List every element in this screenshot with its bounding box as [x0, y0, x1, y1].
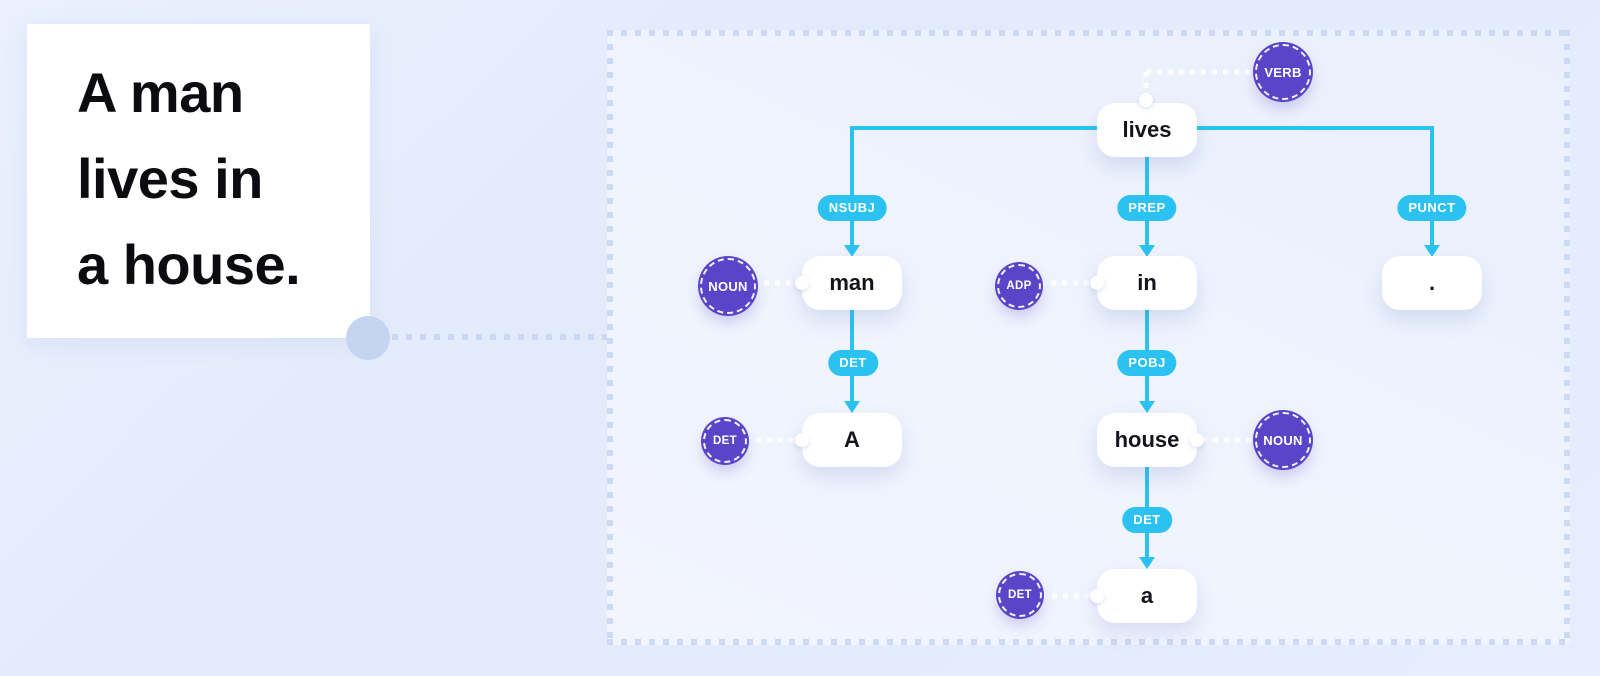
node-nub-lives — [1139, 93, 1153, 107]
sentence-card: A man lives in a house. — [27, 24, 370, 338]
pos-link-adp-in — [1040, 280, 1092, 286]
pos-link-noun-man — [753, 280, 797, 286]
arrowhead-a-lower — [1139, 557, 1155, 569]
token-word-man: man — [829, 270, 875, 295]
pos-badge-noun-house: NOUN — [1255, 412, 1311, 468]
pos-link-verb-vertical — [1143, 72, 1149, 98]
tree-edge-lives-in — [1145, 128, 1149, 245]
arrowhead-house — [1139, 401, 1155, 413]
dep-label-det-upper: DET — [828, 350, 878, 376]
pos-badge-det-a-upper: DET — [703, 419, 747, 463]
token-node-man: man — [802, 256, 902, 310]
node-nub-house — [1190, 433, 1204, 447]
pos-link-det-a-lower — [1041, 593, 1092, 599]
node-nub-man — [795, 276, 809, 290]
sentence-line-2: lives in — [77, 147, 263, 210]
token-node-house: house — [1097, 413, 1197, 467]
panel-border-right — [1564, 30, 1570, 645]
sentence-line-1: A man — [77, 61, 244, 124]
token-node-in: in — [1097, 256, 1197, 310]
connector-dotted-line — [392, 334, 607, 340]
pos-link-noun-house — [1202, 437, 1258, 443]
connector-dot — [346, 316, 390, 360]
token-word-a-upper: A — [844, 427, 860, 452]
token-node-period: . — [1382, 256, 1482, 310]
pos-badge-verb: VERB — [1255, 44, 1311, 100]
token-node-lives: lives — [1097, 103, 1197, 157]
pos-link-det-a-upper — [745, 437, 797, 443]
token-word-a-lower: a — [1140, 583, 1154, 608]
node-nub-a-lower — [1090, 589, 1104, 603]
arrowhead-a-upper — [844, 401, 860, 413]
tree-edge-lives-period — [1430, 126, 1434, 245]
arrowhead-period — [1424, 245, 1440, 257]
panel-border-bottom — [607, 639, 1570, 645]
token-node-a-upper: A — [802, 413, 902, 467]
dep-label-punct: PUNCT — [1397, 195, 1467, 221]
tree-edge-lives-man — [850, 126, 854, 245]
pos-link-verb-horizontal — [1146, 69, 1255, 75]
dep-label-nsubj: NSUBJ — [817, 195, 887, 221]
token-node-a-lower: a — [1097, 569, 1197, 623]
node-nub-a-upper — [795, 433, 809, 447]
diagram-panel — [607, 30, 1570, 645]
arrowhead-in — [1139, 245, 1155, 257]
dep-label-prep: PREP — [1117, 195, 1177, 221]
token-word-in: in — [1137, 270, 1157, 295]
node-nub-in — [1090, 276, 1104, 290]
panel-border-top — [607, 30, 1570, 36]
arrowhead-man — [844, 245, 860, 257]
token-word-house: house — [1114, 427, 1180, 452]
pos-badge-noun-man: NOUN — [700, 258, 756, 314]
token-word-lives: lives — [1122, 117, 1172, 142]
pos-badge-det-a-lower: DET — [998, 573, 1042, 617]
token-word-period: . — [1428, 270, 1436, 295]
panel-border-left — [607, 30, 613, 645]
sentence-line-3: a house. — [77, 233, 301, 296]
pos-badge-adp: ADP — [997, 264, 1041, 308]
dep-label-pobj: POBJ — [1117, 350, 1177, 376]
dep-label-det-lower: DET — [1122, 507, 1172, 533]
sentence-text: A man lives in a house. — [27, 24, 370, 308]
